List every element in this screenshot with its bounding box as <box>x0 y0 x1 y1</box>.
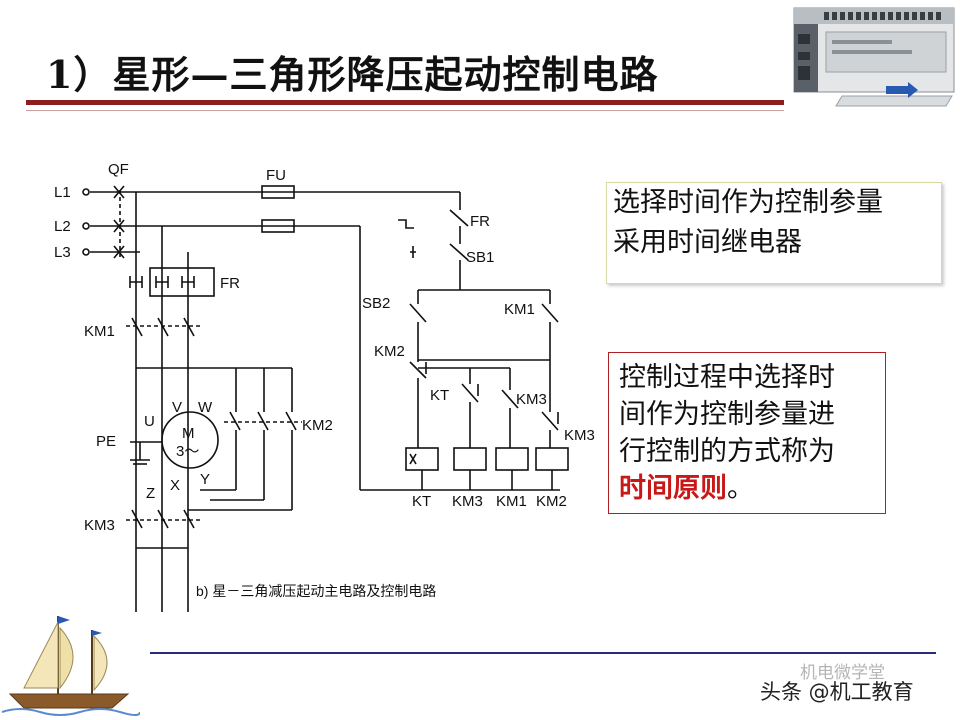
label-coil-km1: KM1 <box>496 493 527 510</box>
title-divider <box>26 100 784 105</box>
slide-title: 1）星形—三角形降压起动控制电路 <box>46 52 659 97</box>
label-y: Y <box>200 471 210 488</box>
label-l3: L3 <box>54 244 71 261</box>
label-l2: L2 <box>54 218 71 235</box>
label-km3-main: KM3 <box>84 517 115 534</box>
label-pe: PE <box>96 433 116 450</box>
principle-line-1: 控制过程中选择时 <box>619 362 835 393</box>
principle-box: 控制过程中选择时 间作为控制参量进 行控制的方式称为 时间原则。 <box>608 352 886 514</box>
title-divider-thin <box>26 110 784 111</box>
label-fr-control: FR <box>470 213 490 230</box>
principle-line-4: 时间原则。 <box>619 470 885 507</box>
note-box: 选择时间作为控制参量 采用时间继电器 <box>606 182 942 284</box>
principle-line-3: 行控制的方式称为 <box>619 436 835 467</box>
star-delta-circuit-diagram: QF L1 L2 L3 FU FR KM1 U V W PE M 3～ X Y … <box>54 161 595 612</box>
time-principle-highlight: 时间原则 <box>619 473 727 504</box>
sailing-ship-icon <box>1 616 140 716</box>
footer-divider <box>150 652 936 654</box>
label-fr-main: FR <box>220 275 240 292</box>
label-km3-control-a: KM3 <box>516 391 547 408</box>
label-km1-main: KM1 <box>84 323 115 340</box>
label-km2-main: KM2 <box>302 417 333 434</box>
label-x: X <box>170 477 180 494</box>
label-qf: QF <box>108 161 129 178</box>
note-line-1: 选择时间作为控制参量 <box>613 187 883 218</box>
label-km3-control-b: KM3 <box>564 427 595 444</box>
label-u: U <box>144 413 155 430</box>
label-sb1: SB1 <box>466 249 494 266</box>
principle-line-2: 间作为控制参量进 <box>619 399 835 430</box>
watermark: 头条 @机工教育 <box>760 680 914 704</box>
principle-suffix: 。 <box>727 473 754 504</box>
label-fu: FU <box>266 167 286 184</box>
label-coil-km2: KM2 <box>536 493 567 510</box>
watermark-faint: 机电微学堂 <box>800 663 885 683</box>
plc-module-image <box>793 7 955 107</box>
diagram-caption: b) 星－三角减压起动主电路及控制电路 <box>196 583 436 599</box>
label-motor-m: M <box>182 425 195 442</box>
label-l1: L1 <box>54 184 71 201</box>
label-w: W <box>198 399 213 416</box>
label-v: V <box>172 399 182 416</box>
label-sb2: SB2 <box>362 295 390 312</box>
label-km1-control: KM1 <box>504 301 535 318</box>
label-kt-control: KT <box>430 387 449 404</box>
label-motor-3: 3～ <box>176 443 199 460</box>
label-km2-control: KM2 <box>374 343 405 360</box>
label-coil-km3: KM3 <box>452 493 483 510</box>
label-coil-kt: KT <box>412 493 431 510</box>
note-line-2: 采用时间继电器 <box>613 227 802 258</box>
label-z: Z <box>146 485 155 502</box>
